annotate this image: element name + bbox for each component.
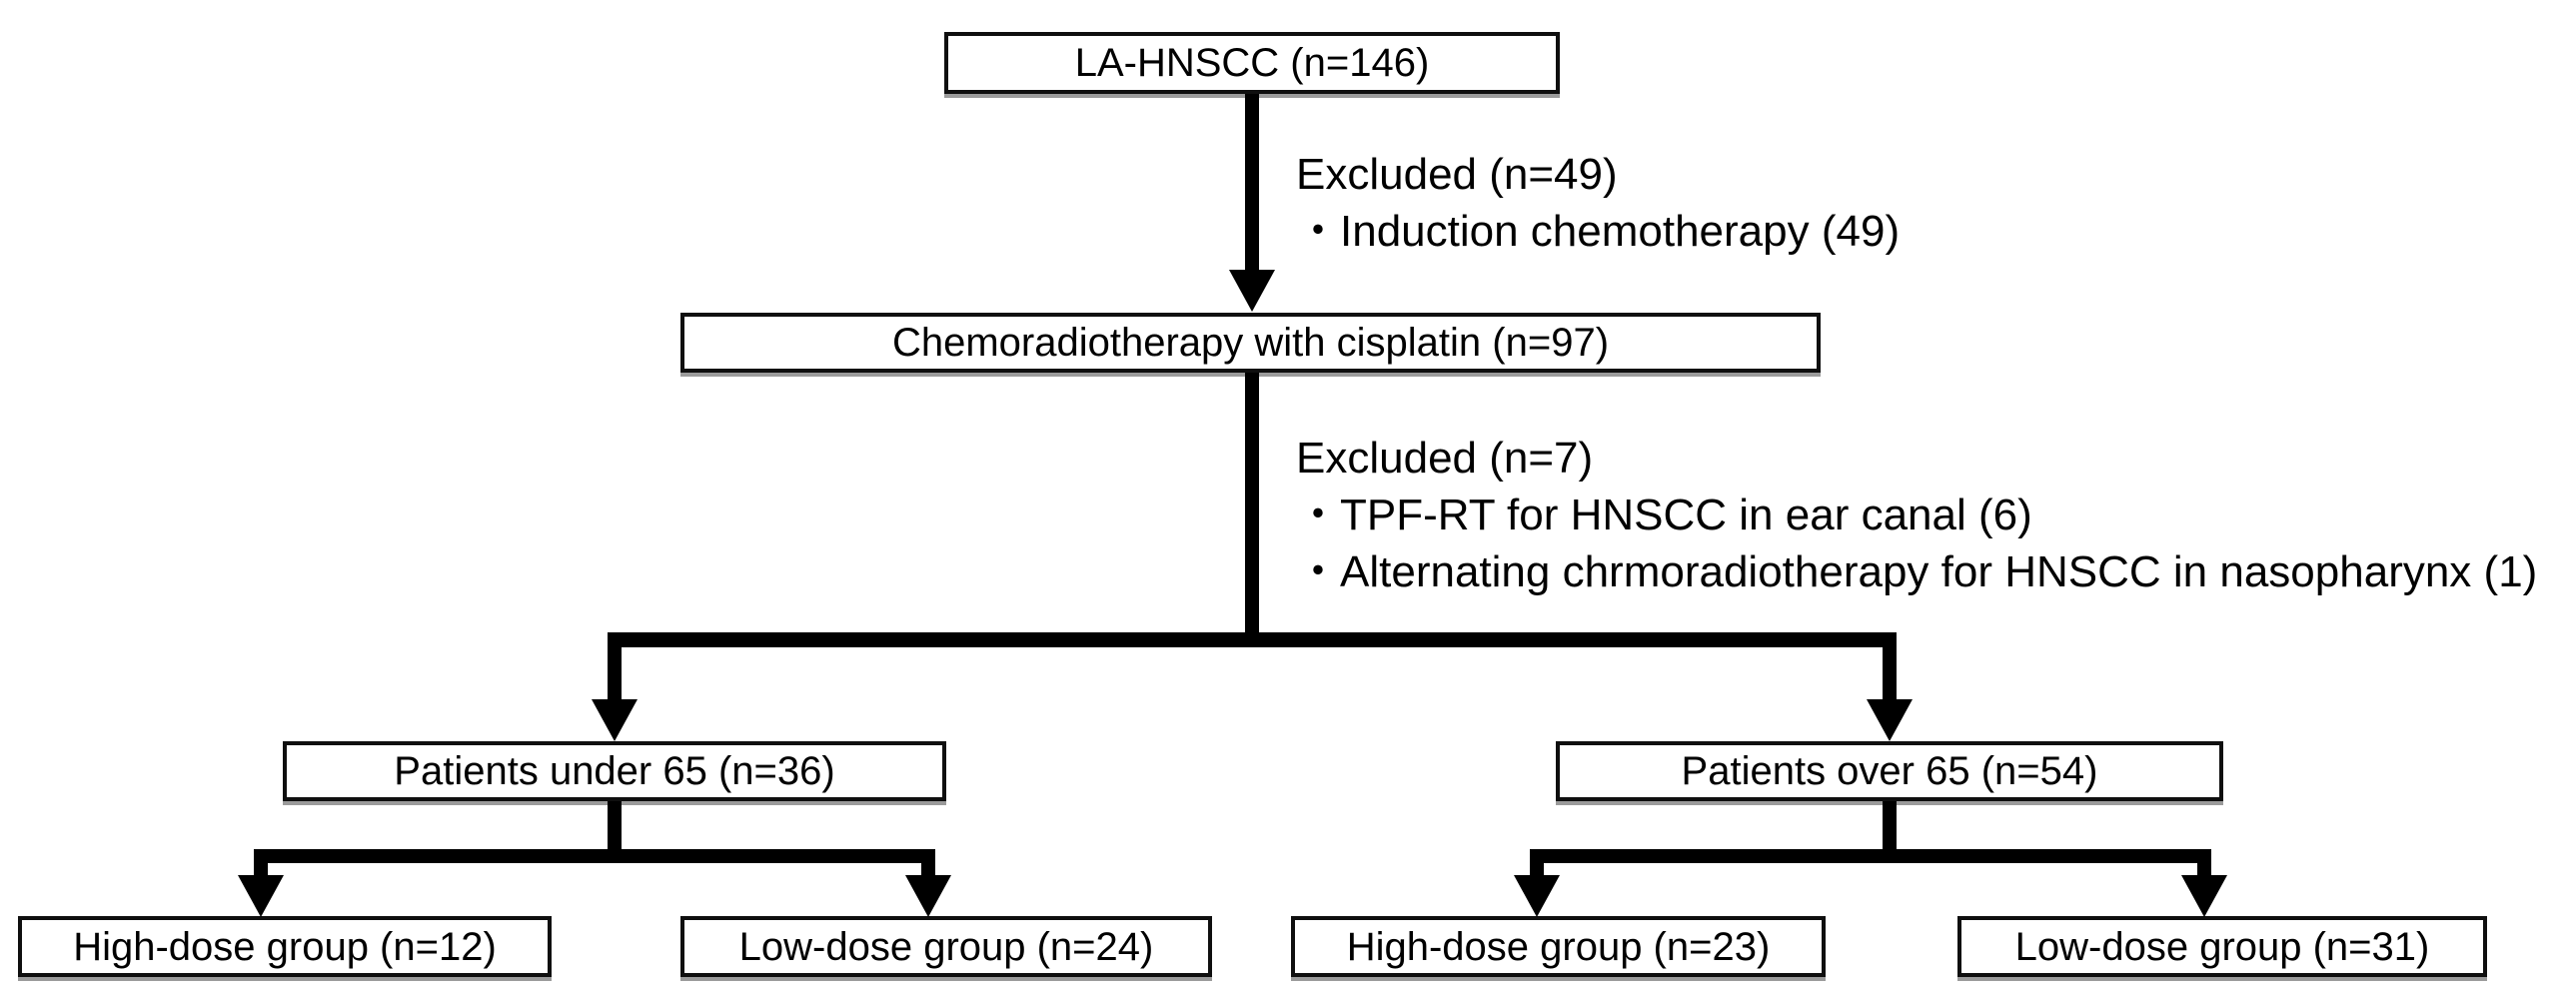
arrowhead-down-to-under65 [592,699,638,741]
split-bar-age [608,632,1897,647]
connector-over65-to-split [1883,801,1897,863]
arrowhead-down-to-under65-low [905,875,951,917]
stem-over65-low [2197,849,2211,881]
stem-under65-low [921,849,935,881]
exclusion-note-item: ・TPF-RT for HNSCC in ear canal (6) [1296,491,2032,539]
connector-top-to-crt [1245,94,1259,274]
arrowhead-down-to-under65-high [238,875,284,917]
arrowhead-down-to-over65 [1867,699,1913,741]
box-patients-over-65: Patients over 65 (n=54) [1556,741,2223,801]
exclusion-note-tpf: Excluded (n=7) ・TPF-RT for HNSCC in ear … [1296,430,2537,600]
arrowhead-down-to-crt [1229,270,1275,312]
connector-split-to-over65 [1883,632,1897,702]
exclusion-note-title: Excluded (n=49) [1296,150,1618,199]
exclusion-note-induction: Excluded (n=49) ・Induction chemotherapy … [1296,146,1900,260]
box-chemoradiotherapy-cisplatin: Chemoradiotherapy with cisplatin (n=97) [680,313,1821,373]
stem-over65-high [1530,849,1544,881]
box-under65-high-dose-group: High-dose group (n=12) [18,916,552,977]
box-la-hnscc: LA-HNSCC (n=146) [944,32,1560,94]
connector-under65-to-split [608,801,622,863]
arrowhead-down-to-over65-high [1514,875,1560,917]
box-over65-high-dose-group: High-dose group (n=23) [1291,916,1826,977]
box-over65-low-dose-group: Low-dose group (n=31) [1957,916,2487,977]
split-bar-over65-dose [1530,849,2211,863]
exclusion-note-title: Excluded (n=7) [1296,434,1594,483]
stem-under65-high [254,849,268,881]
split-bar-under65-dose [254,849,935,863]
arrowhead-down-to-over65-low [2181,875,2227,917]
exclusion-note-item: ・Induction chemotherapy (49) [1296,207,1901,256]
exclusion-note-item: ・Alternating chrmoradiotherapy for HNSCC… [1296,547,2538,596]
connector-crt-to-split [1245,373,1259,632]
box-patients-under-65: Patients under 65 (n=36) [283,741,946,801]
box-under65-low-dose-group: Low-dose group (n=24) [680,916,1212,977]
connector-split-to-under65 [608,632,622,702]
